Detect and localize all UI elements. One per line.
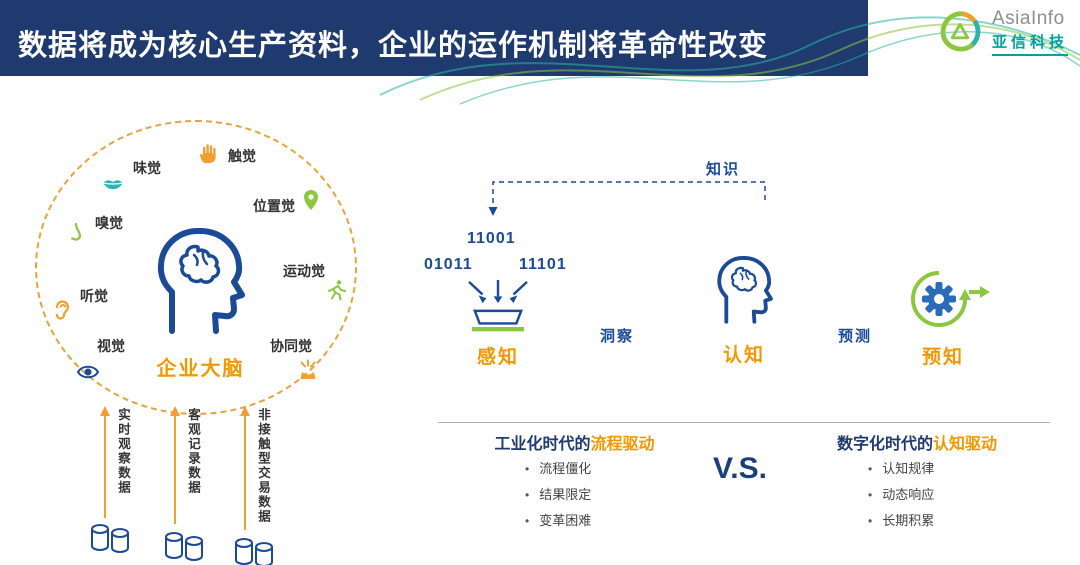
eye-icon — [76, 360, 100, 384]
knowledge-feedback-line — [488, 181, 766, 216]
stage-foresight: 预知 — [893, 262, 993, 369]
comparison-title-digital-highlight: 认知驱动 — [933, 436, 998, 453]
comparison-title-industrial-prefix: 工业化时代的 — [494, 436, 591, 453]
knowledge-label: 知识 — [706, 161, 741, 178]
stage-label-perception: 感知 — [476, 347, 519, 368]
comparison-divider — [438, 422, 1050, 423]
senses-dashed-circle — [35, 120, 357, 415]
page-title: 数据将成为核心生产资料，企业的运作机制将革命性改变 — [18, 30, 769, 62]
sense-label-motion: 运动觉 — [283, 263, 325, 279]
asiainfo-logo-icon — [940, 11, 981, 52]
digital-bullet-list: 认知规律 动态响应 长期积累 — [868, 456, 934, 534]
up-arrow-record — [170, 406, 180, 524]
binary-data-2: 01011 — [424, 256, 473, 273]
stage-cognition: 认知 — [704, 254, 784, 367]
database-icon — [235, 538, 273, 565]
gear-cycle-icon — [911, 271, 990, 327]
bullet-item: 变革困难 — [525, 508, 591, 534]
comparison-title-industrial-highlight: 流程驱动 — [590, 436, 655, 453]
comparison-title-industrial: 工业化时代的流程驱动 — [462, 430, 687, 454]
logo-name-en: AsiaInfo — [991, 8, 1065, 29]
bullet-item: 认知规律 — [868, 456, 934, 482]
collaboration-icon — [296, 358, 320, 382]
binary-data-1: 11001 — [467, 230, 516, 247]
industrial-bullet-list: 流程僵化 结果限定 变革困难 — [525, 456, 591, 534]
collector-funnel-icon — [468, 279, 528, 332]
head-brain-icon — [716, 256, 773, 324]
sense-label-touch: 触觉 — [228, 148, 256, 164]
sense-label-position: 位置觉 — [253, 198, 295, 214]
head-brain-icon — [148, 225, 253, 350]
asiainfo-logo: AsiaInfo 亚信科技 — [937, 8, 1068, 56]
nose-icon — [63, 221, 87, 245]
bullet-item: 长期积累 — [868, 508, 934, 534]
sense-label-smell: 嗅觉 — [95, 215, 123, 231]
binary-data-3: 11101 — [519, 256, 567, 273]
sense-label-taste: 味觉 — [133, 160, 161, 176]
vs-label: V.S. — [713, 452, 767, 485]
data-source-label-realtime: 实时观察数据 — [116, 408, 130, 495]
flow-arrow-predict: 预测 — [838, 328, 873, 345]
flow-arrow-insight: 洞察 — [600, 328, 635, 345]
ear-icon — [50, 298, 74, 322]
enterprise-brain — [148, 225, 253, 355]
logo-name-cn: 亚信科技 — [991, 31, 1068, 56]
map-pin-icon — [299, 188, 323, 212]
stage-label-cognition: 认知 — [722, 345, 765, 366]
bullet-item: 动态响应 — [868, 482, 934, 508]
bullet-item: 结果限定 — [525, 482, 591, 508]
comparison-title-digital: 数字化时代的认知驱动 — [802, 430, 1032, 454]
sense-label-hearing: 听觉 — [80, 288, 108, 304]
up-arrow-realtime — [100, 406, 110, 518]
logo-text-block: AsiaInfo 亚信科技 — [991, 8, 1068, 56]
enterprise-brain-label: 企业大脑 — [156, 358, 245, 380]
sense-label-collaboration: 协同觉 — [270, 338, 312, 354]
sense-label-vision: 视觉 — [97, 338, 125, 354]
database-icon — [91, 524, 129, 553]
comparison-title-digital-prefix: 数字化时代的 — [836, 436, 933, 453]
runner-icon — [324, 278, 348, 302]
up-arrow-transaction — [240, 406, 250, 530]
data-source-label-record: 客观记录数据 — [186, 408, 200, 495]
hand-icon — [196, 142, 220, 166]
stage-label-foresight: 预知 — [921, 347, 964, 368]
mouth-icon — [101, 172, 125, 196]
bullet-item: 流程僵化 — [525, 456, 591, 482]
database-icon — [165, 532, 203, 561]
data-source-label-transaction: 非接触型交易数据 — [256, 408, 270, 524]
stage-perception: 感知 — [455, 278, 541, 369]
